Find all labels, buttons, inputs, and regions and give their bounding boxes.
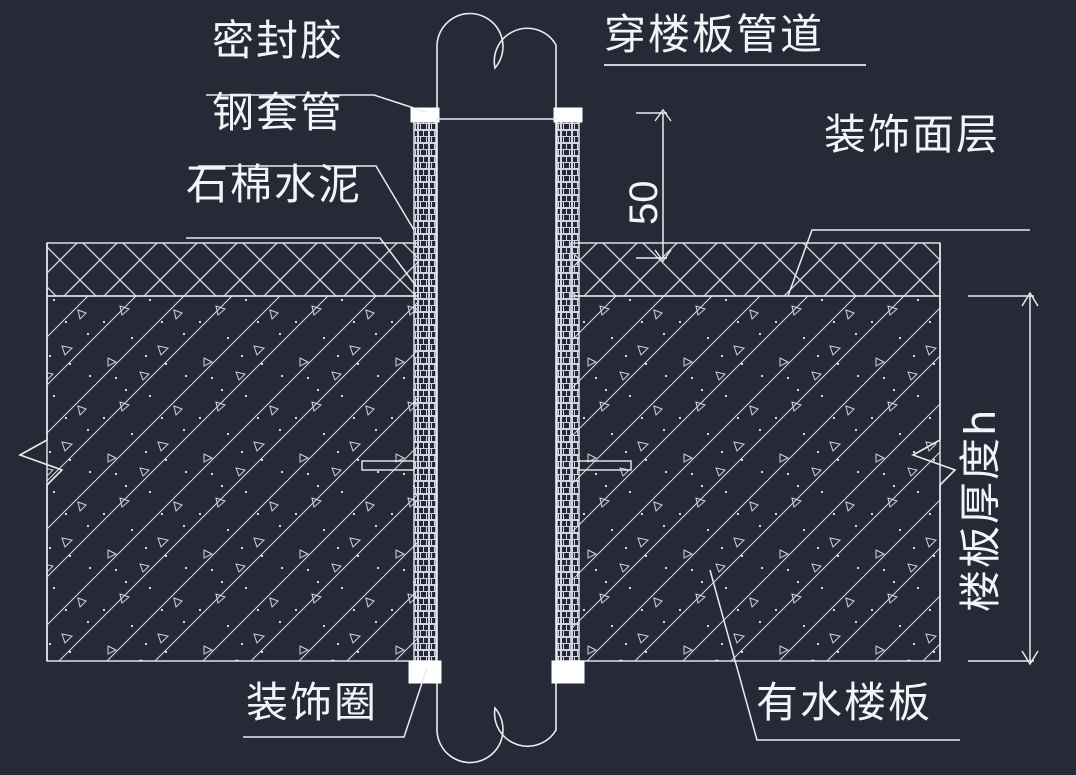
steel-sleeve-left-wall: [413, 117, 437, 662]
decorative-ring-right: [551, 660, 585, 684]
break-line-right: [911, 243, 957, 661]
drawing-title: 穿楼板管道: [604, 10, 825, 59]
label-asbestos-cement: 石棉水泥: [186, 160, 363, 209]
leader-steel-sleeve: [198, 165, 415, 231]
sleeve-pointer-right: [578, 460, 632, 471]
label-steel-sleeve: 钢套管: [212, 88, 345, 137]
concrete-slab-right: [570, 295, 941, 662]
leader-sealant: [206, 94, 427, 113]
finish-layer-left: [46, 242, 419, 297]
dimension-slab-thickness: [968, 291, 1039, 666]
steel-sleeve-right-wall: [556, 117, 580, 662]
pipe-break-symbol-top: [436, 12, 557, 100]
label-finish-layer: 装饰面层: [824, 110, 1001, 159]
label-decorative-ring: 装饰圈: [246, 678, 379, 727]
dimension-50: [636, 108, 672, 263]
label-wet-floor-slab: 有水楼板: [756, 678, 933, 727]
break-line-left: [18, 243, 64, 661]
label-sealant: 密封胶: [212, 16, 345, 65]
dimension-value-slab-thickness: 楼板厚度h: [956, 407, 1005, 612]
leader-finish-layer: [787, 229, 1030, 297]
pipe-through-slab: [436, 100, 557, 700]
leader-asbestos-cement: [186, 237, 417, 287]
leader-wet-floor-slab: [709, 569, 960, 741]
sleeve-pointer-left: [361, 460, 415, 471]
finish-layer-right: [570, 242, 941, 297]
leader-decorative-ring: [243, 667, 428, 738]
pipe-break-symbol-bottom: [436, 700, 557, 764]
dimension-value-50: 50: [622, 180, 666, 226]
concrete-slab-left: [46, 295, 419, 662]
sealant-cap-right: [553, 107, 583, 123]
sealant-cap-left: [410, 107, 440, 123]
